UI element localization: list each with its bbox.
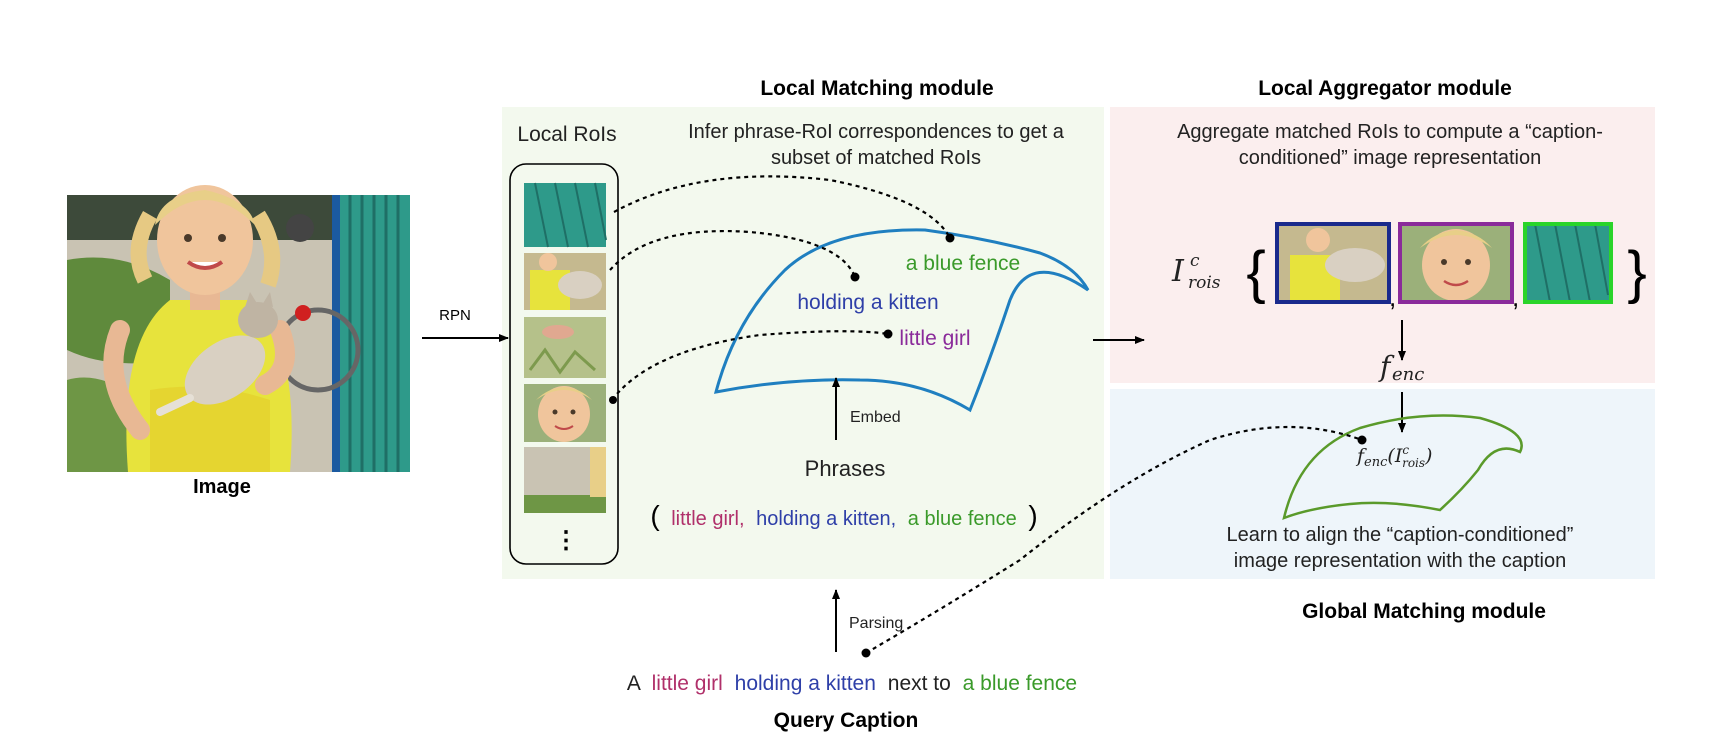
input-photo [67,185,410,472]
correspondence-fence [613,175,951,239]
global-embedding-manifold [1282,414,1523,521]
matched-roi-girl-kitten [1275,222,1391,304]
global-matching-desc-line2: image representation with the caption [1234,550,1566,572]
local-aggregator-desc-line2: conditioned” image representation [1239,147,1541,169]
set-comma-2: , [1512,282,1519,312]
caption-to-global-correspondence [865,425,1363,654]
parsing-label: Parsing [849,615,903,632]
phrase-list-close-paren: ) [1028,500,1037,531]
i-rois-sub: rois [1188,273,1221,293]
caption-correspondence-dot [861,648,871,658]
query-caption-w4: next to [888,672,951,695]
phrase-list-little-girl: little girl, [671,508,744,530]
query-caption-label: Query Caption [774,709,919,732]
global-matching-title: Global Matching module [1302,600,1546,623]
image-label: Image [193,476,251,498]
correspondence-kitten-dot [850,272,860,282]
local-aggregator-desc-line1: Aggregate matched RoIs to compute a “cap… [1177,121,1603,143]
query-caption-holding-kitten: holding a kitten [735,672,876,695]
local-rois-container [509,163,619,565]
query-caption-blue-fence: a blue fence [963,672,1077,695]
global-correspondence-dot [1357,435,1367,445]
phrase-list-holding-kitten: holding a kitten, [756,508,896,530]
query-caption-text: A little girl holding a kitten next to a… [627,672,1077,695]
local-aggregator-title: Local Aggregator module [1258,77,1512,100]
query-caption-little-girl: little girl [652,672,723,695]
global-matching-panel [1110,389,1655,579]
local-rois-label: Local RoIs [517,123,616,146]
phrase-list-blue-fence: a blue fence [908,508,1017,530]
phrases-label: Phrases [805,456,886,481]
i-rois-symbol: I [1171,254,1185,289]
matched-roi-face [1398,222,1514,304]
set-close-brace: } [1627,240,1646,305]
correspondence-kitten [609,229,857,278]
embed-phrase-holding-kitten: holding a kitten [797,291,938,314]
roi-fence [524,182,607,248]
phrase-list: ( little girl, holding a kitten, a blue … [650,500,1037,531]
embedding-manifold [713,228,1090,413]
embed-phrase-little-girl: little girl [899,327,970,350]
roi-face [524,384,606,442]
local-matching-title: Local Matching module [760,77,993,100]
set-comma-1: , [1389,282,1396,312]
roi-grass [524,317,606,378]
correspondence-girl-roi-dot [609,396,617,404]
local-matching-desc-line2: subset of matched RoIs [771,147,981,169]
correspondence-girl-dot [883,329,893,339]
phrase-list-open-paren: ( [650,500,660,531]
local-matching-desc-line1: Infer phrase-RoI correspondences to get … [688,121,1065,143]
correspondence-fence-dot [945,233,955,243]
fenc-sub: enc [1392,364,1424,385]
global-matching-desc-line1: Learn to align the “caption-conditioned” [1227,524,1574,546]
matched-roi-fence [1523,222,1613,304]
i-rois-sup: c [1190,251,1200,271]
roi-ground [524,447,606,513]
set-open-brace: { [1246,240,1265,305]
rpn-label: RPN [439,307,471,324]
embed-phrase-blue-fence: a blue fence [906,252,1020,275]
roi-girl-kitten [524,253,606,310]
query-caption-w1: A [627,672,641,695]
local-rois-more: ⋮ [554,527,578,554]
embed-label: Embed [850,409,901,426]
